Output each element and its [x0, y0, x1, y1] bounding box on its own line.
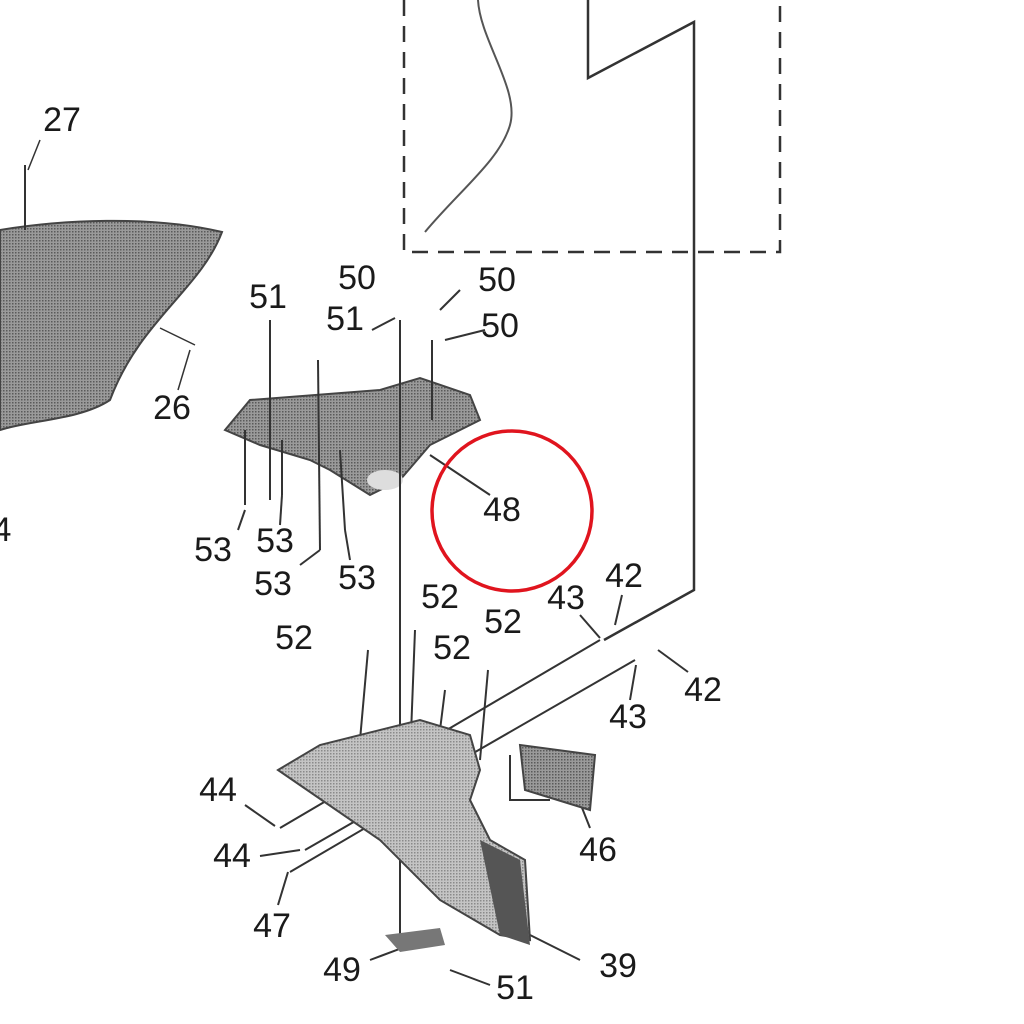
- callout-51: 51: [496, 969, 534, 1007]
- callout-47: 47: [253, 907, 291, 945]
- part-cowl: [0, 219, 224, 432]
- dashed-reference-box: [402, 0, 782, 254]
- wire: [424, 0, 513, 233]
- callout-26: 26: [153, 389, 191, 427]
- callout-51: 51: [249, 278, 287, 316]
- callout-43: 43: [609, 698, 647, 736]
- callout-49: 49: [323, 951, 361, 989]
- callout-53: 53: [338, 559, 376, 597]
- part-plate: [385, 928, 445, 952]
- callout-51: 51: [326, 300, 364, 338]
- callout-39: 39: [599, 947, 637, 985]
- part-bracket: [223, 376, 482, 497]
- callout-52: 52: [484, 603, 522, 641]
- callout-43: 43: [547, 579, 585, 617]
- callout-44: 44: [199, 771, 237, 809]
- callout-4: 4: [0, 511, 12, 549]
- callout-50: 50: [478, 261, 516, 299]
- callout-52: 52: [421, 578, 459, 616]
- callout-44: 44: [213, 837, 251, 875]
- callout-50: 50: [481, 307, 519, 345]
- highlight-circle: [430, 429, 594, 593]
- part-reflector: [518, 743, 597, 812]
- callout-52: 52: [433, 629, 471, 667]
- callout-53: 53: [194, 531, 232, 569]
- frame-outline: [586, 0, 696, 642]
- callout-27: 27: [43, 101, 81, 139]
- callout-46: 46: [579, 831, 617, 869]
- callout-42: 42: [684, 671, 722, 709]
- callout-53: 53: [254, 565, 292, 603]
- part-fender: [276, 718, 532, 942]
- callout-50: 50: [338, 259, 376, 297]
- callout-48: 48: [483, 491, 521, 529]
- callout-52: 52: [275, 619, 313, 657]
- callout-42: 42: [605, 557, 643, 595]
- callout-53: 53: [256, 522, 294, 560]
